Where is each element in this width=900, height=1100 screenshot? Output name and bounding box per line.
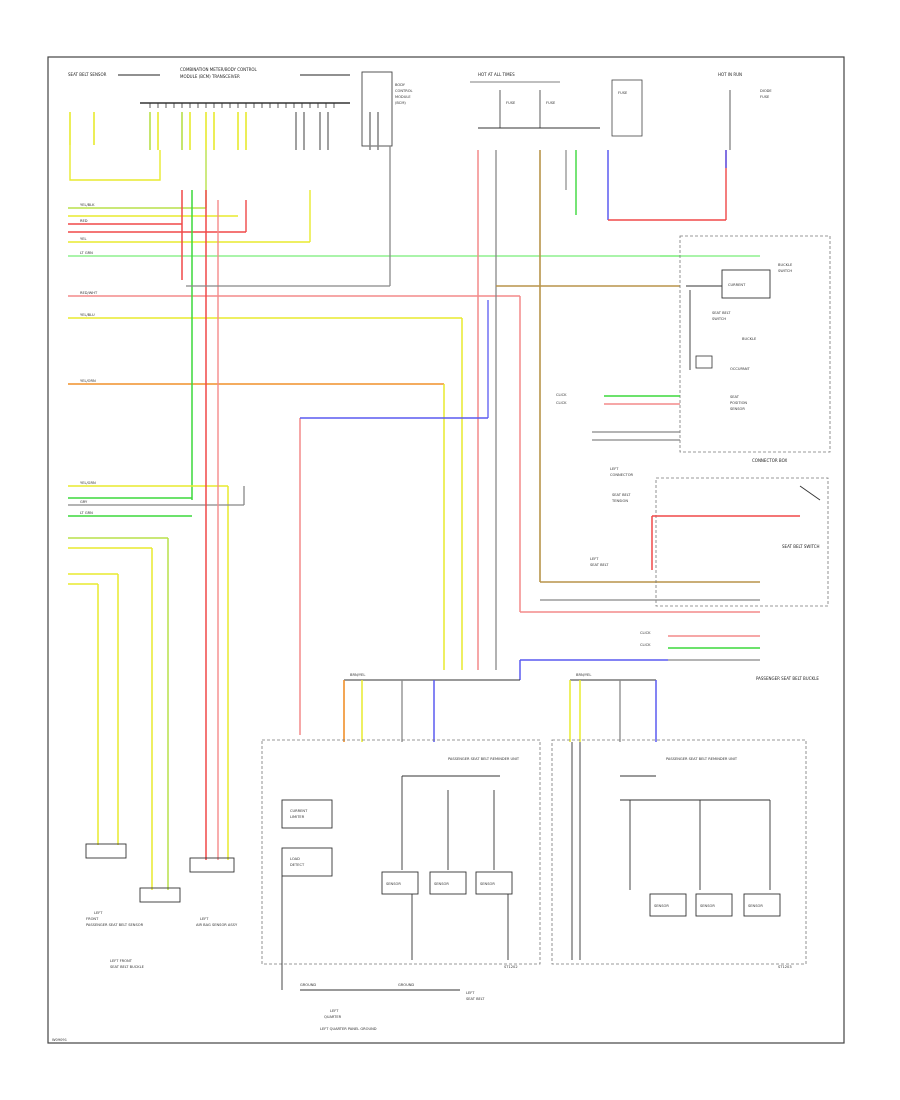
wire-label-5: RED/WHT xyxy=(80,291,98,295)
svg-text:(BCM): (BCM) xyxy=(395,101,406,105)
svg-text:OCCUPANT: OCCUPANT xyxy=(730,367,751,371)
wire-label-3: YEL xyxy=(80,237,86,241)
svg-text:SWITCH: SWITCH xyxy=(778,269,792,273)
diagram-frame xyxy=(47,56,845,1044)
center-box-label: PASSENGER SEAT BELT REMINDER UNIT xyxy=(448,757,520,761)
svg-text:CLICK: CLICK xyxy=(556,393,567,397)
svg-text:FUSE: FUSE xyxy=(546,101,556,105)
svg-text:LEFT: LEFT xyxy=(94,911,103,915)
svg-text:LOAD: LOAD xyxy=(290,857,300,861)
svg-text:CLICK: CLICK xyxy=(640,631,651,635)
svg-text:CONNECTOR: CONNECTOR xyxy=(610,473,634,477)
left-top-module: SEAT BELT SENSOR COMBINATION METER/BODY … xyxy=(68,67,413,147)
svg-text:FUSE: FUSE xyxy=(506,101,516,105)
svg-text:SEAT BELT: SEAT BELT xyxy=(466,997,485,1001)
svg-text:LEFT: LEFT xyxy=(200,917,209,921)
svg-text:BODY: BODY xyxy=(395,83,406,87)
bottom-left-label-2: AIR BAG SENSOR ASSY xyxy=(196,923,238,927)
wire-label-6: YEL/BLU xyxy=(80,313,95,317)
lower-right-wires: PASSENGER SEAT BELT BUCKLE CLICK CLICK xyxy=(519,599,819,681)
svg-text:SEAT: SEAT xyxy=(730,395,740,399)
right-connector-box: CURRENT BUCKLE SWITCH SEAT BELT SWITCH B… xyxy=(556,235,831,463)
svg-text:SENSOR: SENSOR xyxy=(386,882,401,886)
svg-text:POSITION: POSITION xyxy=(730,401,747,405)
svg-text:BUCKLE: BUCKLE xyxy=(742,337,757,341)
left-module-label: SEAT BELT SENSOR xyxy=(68,72,107,77)
top-left-pins xyxy=(69,112,379,150)
svg-text:DETECT: DETECT xyxy=(290,863,305,867)
wire-label-1: YEL/BLK xyxy=(80,203,95,207)
svg-text:SENSOR: SENSOR xyxy=(654,904,669,908)
svg-text:SEAT BELT: SEAT BELT xyxy=(612,493,631,497)
wire-label-4: LT GRN xyxy=(80,251,93,255)
svg-text:BUCKLE: BUCKLE xyxy=(778,263,793,267)
wire-label-10: LT GRN xyxy=(80,511,93,515)
svg-text:FRONT: FRONT xyxy=(86,917,99,921)
svg-text:LEFT: LEFT xyxy=(610,467,619,471)
svg-text:SENSOR: SENSOR xyxy=(480,882,495,886)
connector-box-label: CONNECTOR BOX xyxy=(752,458,787,463)
svg-text:CLICK: CLICK xyxy=(640,643,651,647)
svg-text:SENSOR: SENSOR xyxy=(748,904,763,908)
svg-text:FUSE: FUSE xyxy=(618,91,628,95)
svg-text:CURRENT: CURRENT xyxy=(728,283,746,287)
svg-text:FUSE: FUSE xyxy=(760,95,770,99)
ground-label: GROUND xyxy=(300,983,316,987)
svg-text:LEFT: LEFT xyxy=(590,557,599,561)
wire-label-2: RED xyxy=(80,219,88,223)
svg-text:QUARTER: QUARTER xyxy=(324,1015,342,1019)
right-reminder-unit: PASSENGER SEAT BELT REMINDER UNIT SENSOR… xyxy=(551,739,807,969)
svg-text:SEAT BELT: SEAT BELT xyxy=(590,563,609,567)
bottom-center-label: LEFT QUARTER PANEL GROUND xyxy=(320,1027,377,1031)
svg-text:SEAT BELT: SEAT BELT xyxy=(712,311,731,315)
right-box-code: ST1203 xyxy=(778,965,792,969)
svg-text:CURRENT: CURRENT xyxy=(290,809,308,813)
svg-text:BRN/YEL: BRN/YEL xyxy=(576,673,591,677)
left-wire-labels: YEL/BLK RED YEL LT GRN RED/WHT YEL/BLU Y… xyxy=(80,203,98,515)
lower-right-label: PASSENGER SEAT BELT BUCKLE xyxy=(756,676,819,681)
svg-text:SENSOR: SENSOR xyxy=(700,904,715,908)
svg-text:SENSOR: SENSOR xyxy=(730,407,745,411)
center-box-code: ST1202 xyxy=(504,965,518,969)
svg-text:LEFT: LEFT xyxy=(330,1009,339,1013)
header-center-label: COMBINATION METER/BODY CONTROL xyxy=(180,67,258,72)
center-bus: BRN/YEL BRN/YEL xyxy=(343,673,657,742)
svg-text:CLICK: CLICK xyxy=(556,401,567,405)
header-sub-label: MODULE (BCM) TRANSCEIVER xyxy=(180,74,240,79)
fuse-block-label: HOT AT ALL TIMES xyxy=(478,72,515,77)
seat-belt-switch-label: SEAT BELT SWITCH xyxy=(782,544,820,549)
svg-text:SENSOR: SENSOR xyxy=(434,882,449,886)
svg-text:LIMITER: LIMITER xyxy=(290,815,305,819)
bottom-ground: GROUND GROUND LEFT SEAT BELT LEFT QUARTE… xyxy=(281,962,485,1031)
svg-text:BRN/YEL: BRN/YEL xyxy=(350,673,365,677)
svg-text:TENSION: TENSION xyxy=(611,499,628,503)
svg-text:DIODE: DIODE xyxy=(760,89,772,93)
bottom-left-label-1: PASSENGER SEAT BELT SENSOR xyxy=(86,923,144,927)
left-bus-wires xyxy=(68,145,760,890)
svg-text:MODULE: MODULE xyxy=(395,95,411,99)
wire-label-7: YEL/ORN xyxy=(80,379,96,383)
bottom-left-connectors: LEFT FRONT PASSENGER SEAT BELT SENSOR LE… xyxy=(85,843,238,969)
svg-text:LEFT FRONT: LEFT FRONT xyxy=(110,959,133,963)
fuse-block: HOT AT ALL TIMES FUSE FUSE FUSE HOT IN R… xyxy=(470,72,772,150)
figure-code: W09091 xyxy=(52,1038,67,1042)
center-reminder-unit: PASSENGER SEAT BELT REMINDER UNIT CURREN… xyxy=(261,739,541,969)
wire-label-8: YEL/GRN xyxy=(80,481,96,485)
seat-belt-switch: LEFT CONNECTOR SEAT BELT TENSION SEAT BE… xyxy=(590,467,829,607)
svg-text:GROUND: GROUND xyxy=(398,983,414,987)
center-wires xyxy=(299,150,760,735)
svg-text:SWITCH: SWITCH xyxy=(712,317,726,321)
wire-label-9: GRY xyxy=(80,500,88,504)
svg-text:LEFT: LEFT xyxy=(466,991,475,995)
hot-run-label: HOT IN RUN xyxy=(718,72,742,77)
svg-text:SEAT BELT BUCKLE: SEAT BELT BUCKLE xyxy=(110,965,145,969)
right-box-label: PASSENGER SEAT BELT REMINDER UNIT xyxy=(666,757,738,761)
svg-text:CONTROL: CONTROL xyxy=(395,89,413,93)
